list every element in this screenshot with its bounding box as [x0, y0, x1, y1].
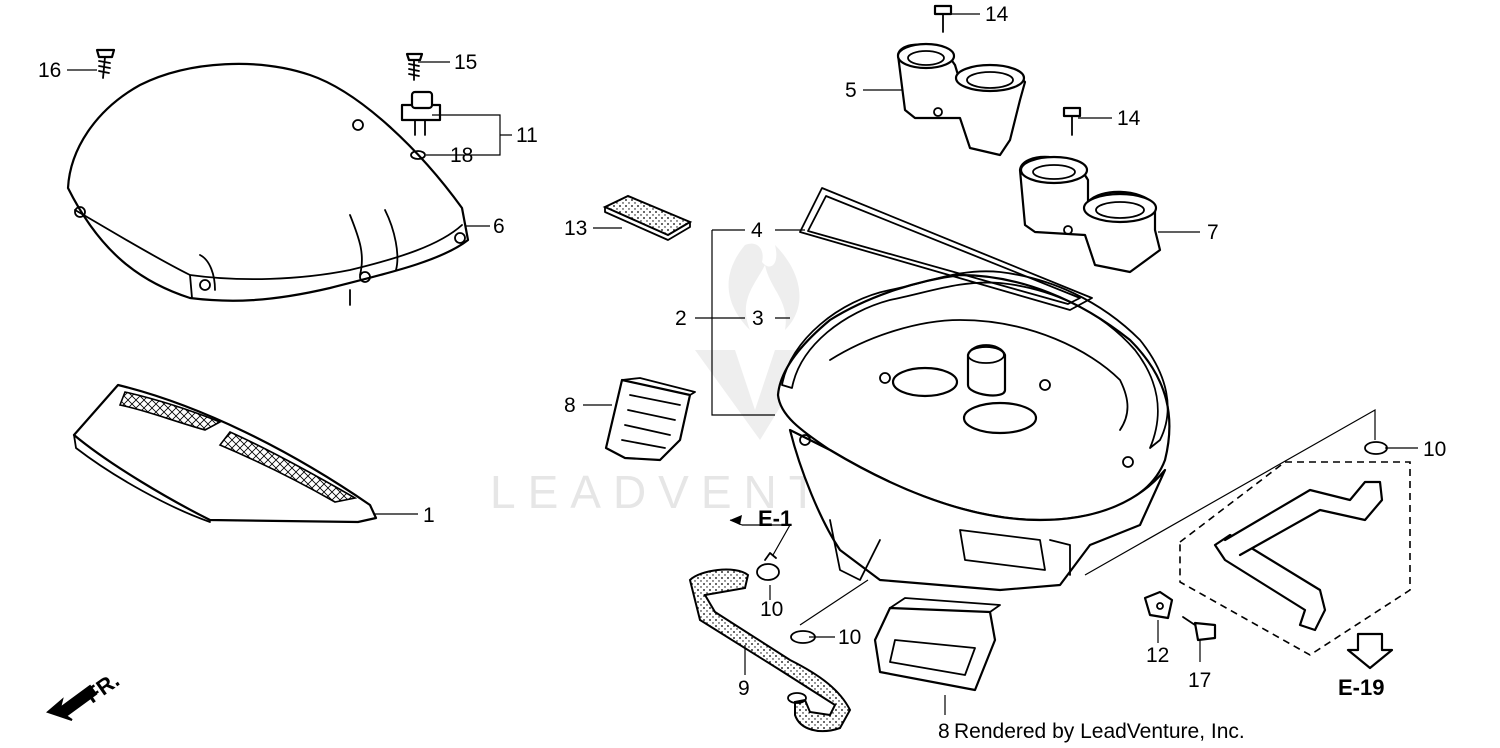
- part-2-case: [776, 273, 1171, 592]
- part-3-seal: [781, 270, 1169, 449]
- part-15-screw: [405, 52, 424, 81]
- e1-arrow: [730, 515, 742, 525]
- part-17-bolt: [1182, 616, 1217, 642]
- part-13-pad: [602, 194, 693, 241]
- callout-18: 18: [450, 144, 473, 167]
- callout-16: 16: [38, 59, 61, 82]
- part-11-sensor: [400, 90, 442, 136]
- part-7-funnels: [1018, 155, 1162, 274]
- callout-4: 4: [751, 219, 763, 242]
- callout-14-right: 14: [1117, 107, 1141, 130]
- callout-6: 6: [493, 215, 505, 238]
- part-6-cover: [66, 62, 470, 306]
- callout-7: 7: [1207, 221, 1219, 244]
- reference-e19: E-19: [1338, 675, 1384, 700]
- callout-12: 12: [1146, 644, 1169, 667]
- part-9-hose: [688, 568, 852, 733]
- callout-10-center: 10: [838, 626, 861, 649]
- callout-1: 1: [423, 504, 435, 527]
- callout-17: 17: [1188, 669, 1211, 692]
- callout-15: 15: [454, 51, 477, 74]
- credit-text: Rendered by LeadVenture, Inc.: [954, 720, 1245, 743]
- part-8-duct-left: [604, 377, 696, 462]
- part-12-clip: [1143, 590, 1174, 620]
- callout-14-top: 14: [985, 3, 1009, 26]
- reference-e1: E-1: [758, 506, 792, 531]
- callout-11: 11: [516, 124, 538, 147]
- e19-arrow: [1346, 632, 1394, 670]
- part-4-gasket: [799, 187, 1093, 311]
- callout-3: 3: [752, 307, 764, 330]
- leader-lines: [67, 13, 1418, 715]
- callout-8-bottom: 8: [938, 720, 950, 743]
- part-5-funnels: [896, 42, 1027, 157]
- callout-10-left: 10: [760, 598, 783, 621]
- front-arrow-icon: [46, 684, 98, 721]
- part-8-duct-bottom: [873, 597, 1001, 692]
- reference-hose-e19: [1179, 461, 1411, 656]
- front-marker: FR.: [81, 667, 124, 708]
- part-1-filter: [72, 383, 378, 524]
- part-14-bolts: [933, 4, 1082, 136]
- part-16-screw: [95, 48, 116, 79]
- part-18-oring: [410, 150, 426, 160]
- callout-8-left: 8: [564, 394, 576, 417]
- callout-5: 5: [845, 79, 857, 102]
- callout-2: 2: [675, 307, 687, 330]
- callout-10-right: 10: [1423, 438, 1446, 461]
- callout-13: 13: [564, 217, 587, 240]
- callout-9: 9: [738, 677, 750, 700]
